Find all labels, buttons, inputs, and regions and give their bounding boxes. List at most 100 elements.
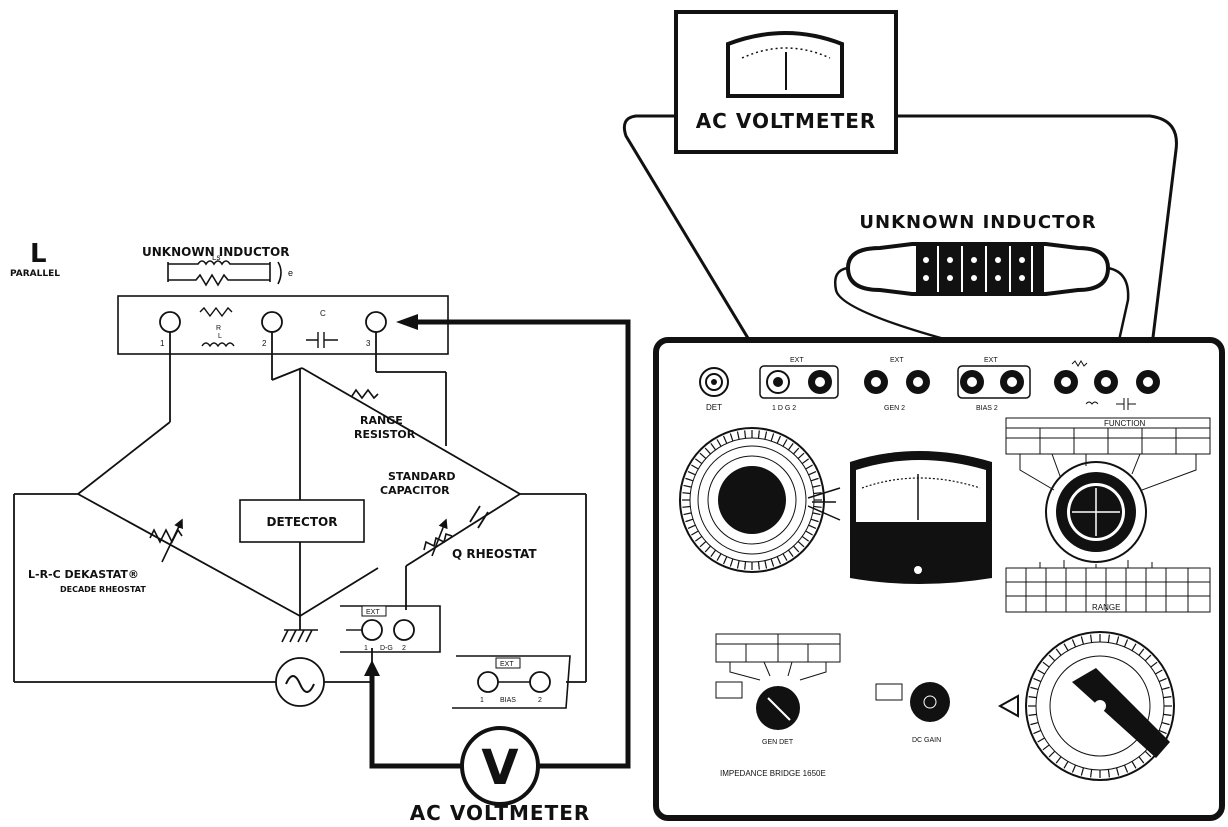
- dial-tick: [1163, 713, 1172, 716]
- dial-tick: [729, 558, 734, 567]
- dial-tick: [1144, 654, 1152, 662]
- det-terminal-1-label: 1: [364, 645, 368, 652]
- dial-tick: [695, 535, 703, 542]
- det-terminal-2: [393, 619, 415, 641]
- ext-label-2: EXT: [890, 357, 904, 364]
- terminal-3-label: 3: [366, 339, 371, 348]
- dial-tick: [808, 524, 817, 530]
- dial-tick: [1123, 764, 1129, 773]
- function-selector-knob[interactable]: [1045, 461, 1147, 563]
- dial-tick: [736, 560, 740, 569]
- voltmeter-cables: [622, 114, 1178, 379]
- range-selector-dial[interactable]: [1025, 631, 1175, 781]
- dial-tick: [1033, 677, 1042, 683]
- unknown-jack-3[interactable]: [1136, 370, 1160, 394]
- dial-tick: [810, 518, 819, 523]
- dial-tick: [787, 443, 794, 451]
- dial-tick: [805, 464, 813, 470]
- dial-tick: [704, 545, 711, 553]
- dial-tick: [710, 443, 717, 451]
- dial-tick: [1048, 750, 1056, 758]
- ext-detector-tag: [361, 605, 387, 617]
- schematic: L PARALLEL UNKNOWN INDUCTOR Ls e 1 2 3 R…: [10, 239, 631, 825]
- det-jack-1[interactable]: [766, 370, 790, 394]
- dial-tick: [1080, 767, 1085, 776]
- dial-tick: [1158, 677, 1167, 683]
- bias-terminal-2: [529, 671, 551, 693]
- unknown-inductor-label: UNKNOWN INDUCTOR: [142, 245, 289, 259]
- dial-tick: [757, 430, 760, 439]
- l-label: L: [218, 333, 222, 340]
- dial-tick: [782, 439, 788, 447]
- det-jack[interactable]: [699, 367, 729, 397]
- dial-tick: [687, 524, 696, 530]
- dial-tick: [1155, 669, 1163, 675]
- terminal-3: [365, 311, 387, 333]
- dial-tick: [1037, 669, 1045, 675]
- gen-det-knob[interactable]: [756, 686, 800, 730]
- det-jack-2[interactable]: [808, 370, 832, 394]
- unknown-jack-1[interactable]: [1054, 370, 1078, 394]
- dial-tick: [770, 558, 775, 567]
- dial-tick: [1138, 648, 1145, 656]
- dial-pointer: [807, 487, 841, 521]
- dial-tick: [797, 452, 805, 459]
- dial-tick: [1138, 756, 1145, 764]
- dc-gain-label: DC GAIN: [912, 737, 941, 744]
- dial-tick: [1071, 764, 1077, 773]
- ext-bias-tag: [495, 657, 521, 669]
- bias-jack-2[interactable]: [1000, 370, 1024, 394]
- terminal-panel: [117, 295, 449, 355]
- null-meter: [850, 451, 992, 584]
- dial-tick: [1161, 686, 1170, 691]
- voltmeter-leads: [369, 319, 631, 769]
- dial-tick: [687, 470, 696, 476]
- terminal-1: [159, 311, 181, 333]
- unknown-jack-2[interactable]: [1094, 370, 1118, 394]
- dial-tick: [1163, 696, 1172, 699]
- gen-jack-1[interactable]: [864, 370, 888, 394]
- gen-jack-2[interactable]: [906, 370, 930, 394]
- instrument-view: AC VOLTMETER UNKNOWN INDUCTOR: [622, 10, 1225, 821]
- bridge-name-label: IMPEDANCE BRIDGE 1650E: [720, 769, 826, 778]
- q-rheostat-symbol: [423, 518, 453, 557]
- sine-wave-icon: [285, 675, 315, 693]
- dial-tick: [1131, 761, 1137, 769]
- unknown-inductor-symbol: [167, 260, 282, 287]
- dial-tick: [716, 553, 722, 561]
- dial-tick: [782, 553, 788, 561]
- bias-jack-1[interactable]: [960, 370, 984, 394]
- dial-tick: [1042, 661, 1050, 668]
- dial-tick: [810, 477, 819, 482]
- standard-capacitor-label-2: CAPACITOR: [380, 484, 450, 497]
- dial-tick: [812, 512, 821, 516]
- dial-tick: [1161, 721, 1170, 726]
- dial-tick: [787, 549, 794, 557]
- ext-detector-label: EXT: [366, 609, 380, 616]
- dial-tick: [1048, 654, 1056, 662]
- dial-tick: [716, 439, 722, 447]
- dekastat-marker: 1: [178, 521, 183, 530]
- mode-letter: L: [30, 239, 47, 269]
- dial-tick: [813, 492, 822, 495]
- dial-tick: [1150, 661, 1158, 668]
- dial-tick: [1144, 750, 1152, 758]
- bridge-wiring: [13, 332, 587, 683]
- dial-tick: [1131, 643, 1137, 651]
- standard-capacitor-symbol: [469, 505, 489, 529]
- dial-tick: [682, 492, 691, 495]
- function-leader-lines: [1019, 453, 1197, 568]
- dial-tick: [1158, 729, 1167, 735]
- dekastat-dial[interactable]: [679, 427, 825, 573]
- dc-gain-knob[interactable]: [910, 682, 950, 722]
- dial-tick: [1055, 756, 1062, 764]
- dekastat-symbol: [149, 518, 183, 563]
- meter-icon: [726, 31, 844, 98]
- dial-tick: [793, 545, 800, 553]
- det-label: DET: [706, 403, 722, 412]
- dial-tick: [685, 477, 694, 482]
- dial-tick: [682, 505, 691, 508]
- dial-tick: [691, 530, 699, 536]
- instrument-unknown-inductor-label: UNKNOWN INDUCTOR: [859, 212, 1096, 233]
- det-terminal-2-label: 2: [402, 645, 406, 652]
